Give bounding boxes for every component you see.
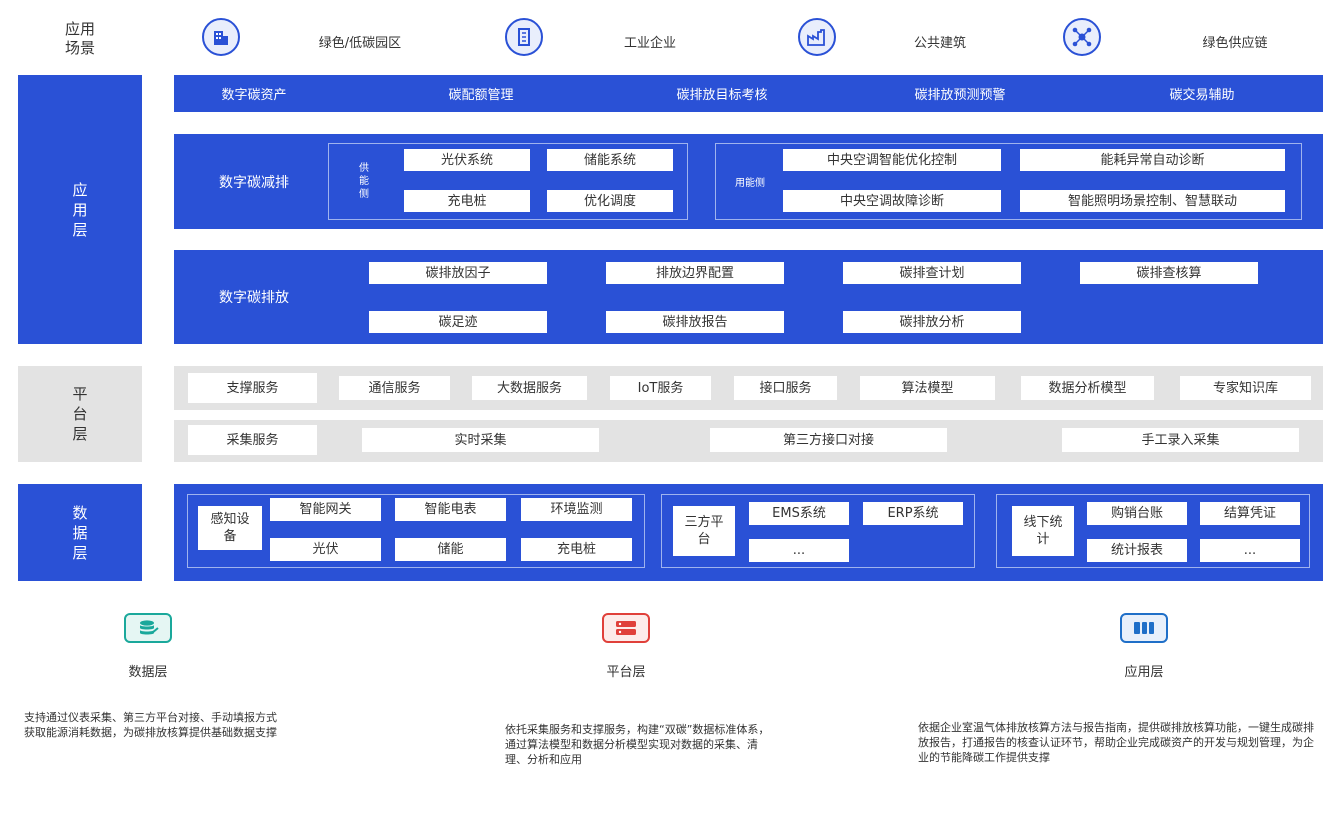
- demand-item: 智能照明场景控制、智慧联动: [1020, 190, 1285, 212]
- supply-item: 充电桩: [404, 190, 530, 212]
- offline-item: ...: [1200, 539, 1300, 562]
- supply-item: 优化调度: [547, 190, 673, 212]
- platform-collect-item: 第三方接口对接: [710, 428, 947, 452]
- demand-side-group: [715, 143, 1302, 220]
- network-icon: [1063, 18, 1101, 56]
- sensing-item: 智能网关: [270, 498, 381, 521]
- app-top-item: 碳交易辅助: [1169, 88, 1235, 103]
- sensing-title: 感知设备: [198, 506, 262, 550]
- app-top-item: 数字碳资产: [221, 88, 287, 103]
- third-party-title: 三方平台: [673, 506, 735, 556]
- platform-service-item: 专家知识库: [1180, 376, 1311, 400]
- scene-row: 应用 场景 绿色/低碳园区 工业企业 公共建筑 绿色供应链: [0, 0, 1340, 80]
- emission-item: 碳排查计划: [843, 262, 1021, 284]
- platform-service-item: 通信服务: [339, 376, 450, 400]
- emission-item: 碳排放报告: [606, 311, 784, 333]
- building-icon: [202, 18, 240, 56]
- scene-item-label: 绿色/低碳园区: [318, 36, 402, 51]
- scene-label: 应用 场景: [40, 20, 120, 58]
- platform-service-item: 数据分析模型: [1021, 376, 1154, 400]
- sensing-item: 储能: [395, 538, 506, 561]
- demand-item: 中央空调智能优化控制: [783, 149, 1001, 171]
- platform-service-item: 大数据服务: [472, 376, 587, 400]
- offline-item: 购销台账: [1087, 502, 1187, 525]
- third-party-item: ...: [749, 539, 849, 562]
- supply-side-label: 供能侧: [359, 163, 369, 200]
- summary-text: 依据企业室温气体排放核算方法与报告指南，提供碳排放核算功能，一键生成碳排放报告，…: [918, 721, 1314, 764]
- app-top-item: 碳排放目标考核: [676, 88, 768, 103]
- office-tower-icon: [505, 18, 543, 56]
- sensing-item: 充电桩: [521, 538, 632, 561]
- scene-item-label: 绿色供应链: [1202, 36, 1268, 51]
- platform-collect-item: 实时采集: [362, 428, 599, 452]
- carbon-reduction-title: 数字碳减排: [219, 174, 289, 191]
- summary-title: 应用层: [1124, 665, 1164, 680]
- platform-row-2: 采集服务 实时采集 第三方接口对接 手工录入采集: [174, 420, 1323, 462]
- third-party-item: EMS系统: [749, 502, 849, 525]
- sensing-group: [187, 494, 645, 568]
- summary-title: 平台层: [606, 665, 646, 680]
- scene-item-label: 公共建筑: [913, 36, 966, 51]
- third-party-item: ERP系统: [863, 502, 963, 525]
- carbon-emission-panel: 数字碳排放 碳排放因子 排放边界配置 碳排查计划 碳排查核算 碳足迹 碳排放报告…: [174, 250, 1323, 344]
- sensing-item: 智能电表: [395, 498, 506, 521]
- scene-label-line-2: 场景: [64, 39, 95, 57]
- platform-collect-item: 手工录入采集: [1062, 428, 1299, 452]
- platform-row-1: 支撑服务 通信服务 大数据服务 IoT服务 接口服务 算法模型 数据分析模型 专…: [174, 366, 1323, 410]
- platform-service-item: 接口服务: [734, 376, 837, 400]
- carbon-reduction-panel: 数字碳减排 供能侧 光伏系统 储能系统 充电桩 优化调度 用能侧 中央空调智能优…: [174, 134, 1323, 229]
- platform-layer-label: 平台层: [18, 366, 142, 462]
- platform-collect-item: 采集服务: [188, 425, 317, 455]
- summary-title: 数据层: [128, 665, 168, 680]
- supply-item: 光伏系统: [404, 149, 530, 171]
- third-party-group: [661, 494, 975, 568]
- emission-item: 碳排查核算: [1080, 262, 1258, 284]
- emission-item: 碳排放分析: [843, 311, 1021, 333]
- demand-side-label: 用能侧: [735, 178, 765, 189]
- server-icon: [602, 613, 650, 643]
- summary-text: 支持通过仪表采集、第三方平台对接、手动填报方式获取能源消耗数据，为碳排放核算提供…: [24, 711, 277, 739]
- platform-service-item: IoT服务: [610, 376, 711, 400]
- offline-item: 统计报表: [1087, 539, 1187, 562]
- scene-label-line-1: 应用: [64, 20, 95, 38]
- factory-icon: [798, 18, 836, 56]
- app-grid-icon: [1120, 613, 1168, 643]
- carbon-emission-title: 数字碳排放: [219, 290, 289, 306]
- offline-group: [996, 494, 1310, 568]
- app-top-item: 碳配额管理: [448, 88, 514, 103]
- emission-item: 碳足迹: [369, 311, 547, 333]
- platform-service-item: 算法模型: [860, 376, 995, 400]
- app-top-item: 碳排放预测预警: [914, 88, 1006, 103]
- supply-side-group: [328, 143, 688, 220]
- emission-item: 碳排放因子: [369, 262, 547, 284]
- demand-item: 中央空调故障诊断: [783, 190, 1001, 212]
- offline-item: 结算凭证: [1200, 502, 1300, 525]
- database-icon: [124, 613, 172, 643]
- scene-item-label: 工业企业: [623, 36, 676, 51]
- demand-item: 能耗异常自动诊断: [1020, 149, 1285, 171]
- emission-item: 排放边界配置: [606, 262, 784, 284]
- app-top-row: 数字碳资产 碳配额管理 碳排放目标考核 碳排放预测预警 碳交易辅助: [174, 75, 1323, 112]
- platform-service-item: 支撑服务: [188, 373, 317, 403]
- offline-title: 线下统计: [1012, 506, 1074, 556]
- sensing-item: 环境监测: [521, 498, 632, 521]
- sensing-item: 光伏: [270, 538, 381, 561]
- app-layer-label: 应用层: [18, 75, 142, 344]
- data-layer-label: 数据层: [18, 484, 142, 581]
- supply-item: 储能系统: [547, 149, 673, 171]
- data-layer-panel: 感知设备 智能网关 智能电表 环境监测 光伏 储能 充电桩 三方平台 EMS系统…: [174, 484, 1323, 581]
- summary-text: 依托采集服务和支撑服务，构建“双碳”数据标准体系，通过算法模型和数据分析模型实现…: [505, 723, 770, 766]
